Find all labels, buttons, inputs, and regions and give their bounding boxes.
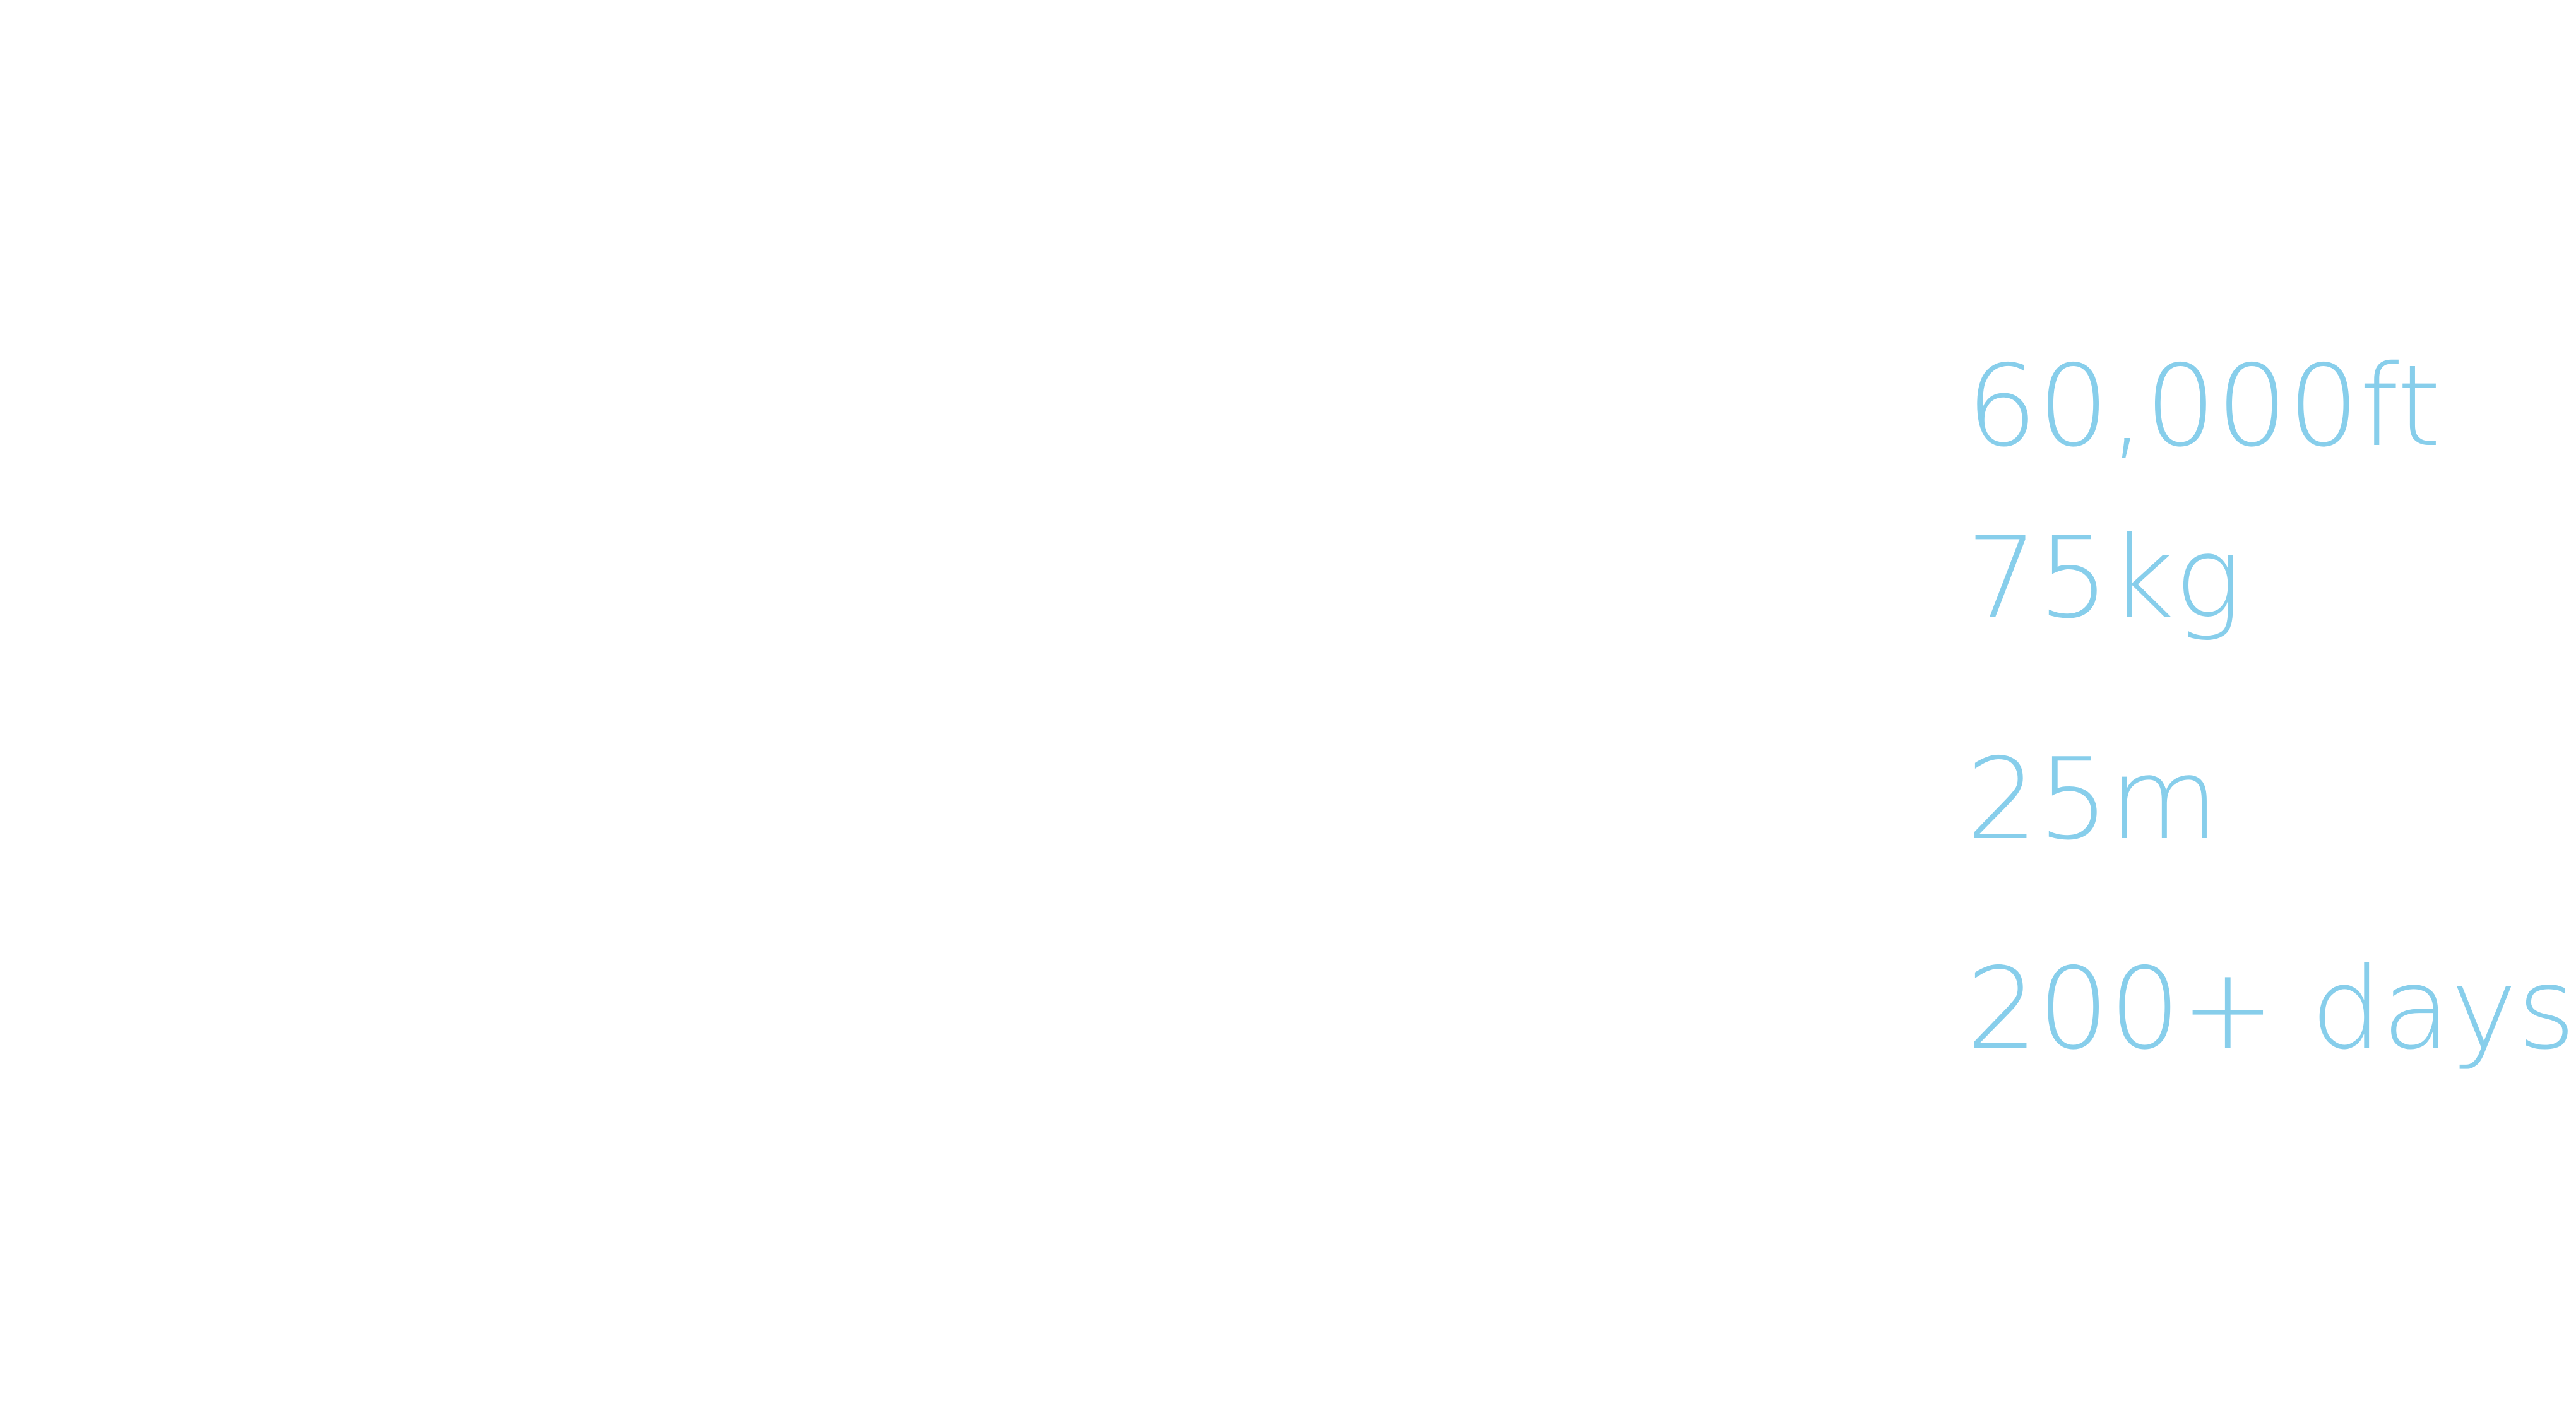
stat-duration: 200+ days: [1966, 944, 2576, 1074]
stat-altitude: 60,000ft: [1966, 341, 2442, 471]
stat-weight: 75kg: [1966, 512, 2242, 643]
stat-length: 25m: [1966, 734, 2219, 865]
